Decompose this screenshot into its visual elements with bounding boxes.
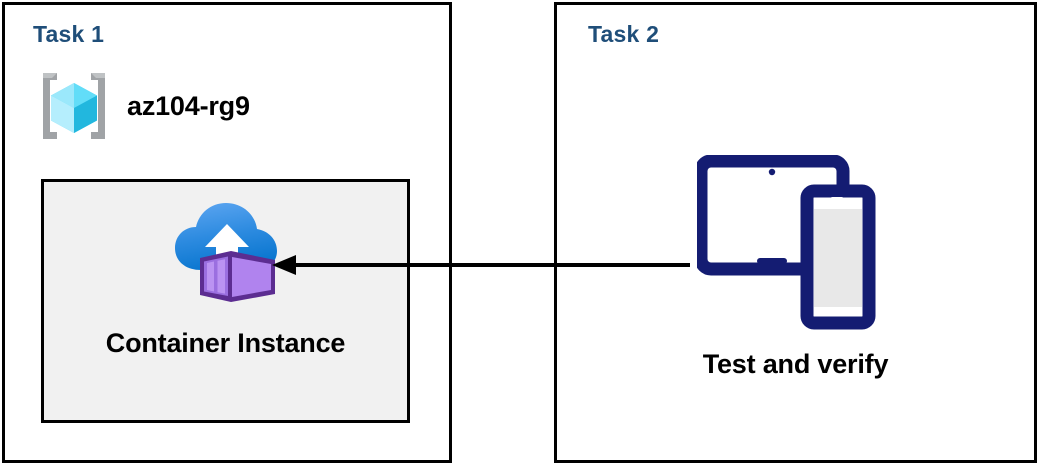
test-and-verify-label: Test and verify <box>702 349 889 379</box>
container-instance-box: Container Instance <box>41 179 410 423</box>
test-and-verify-group: Test and verify <box>557 155 1034 380</box>
container-instance-label: Container Instance <box>105 328 346 358</box>
azure-resource-group-icon <box>35 67 113 145</box>
task-2-panel: Task 2 Test and verify <box>554 2 1037 463</box>
task-1-title: Task 1 <box>33 21 105 47</box>
azure-container-instance-icon <box>171 182 281 302</box>
resource-group-row: az104-rg9 <box>35 67 250 145</box>
task-1-panel: Task 1 az104-rg9 <box>2 2 452 463</box>
resource-group-name: az104-rg9 <box>127 90 250 121</box>
tablet-and-phone-devices-icon <box>696 155 895 335</box>
task-2-title: Task 2 <box>588 21 660 47</box>
